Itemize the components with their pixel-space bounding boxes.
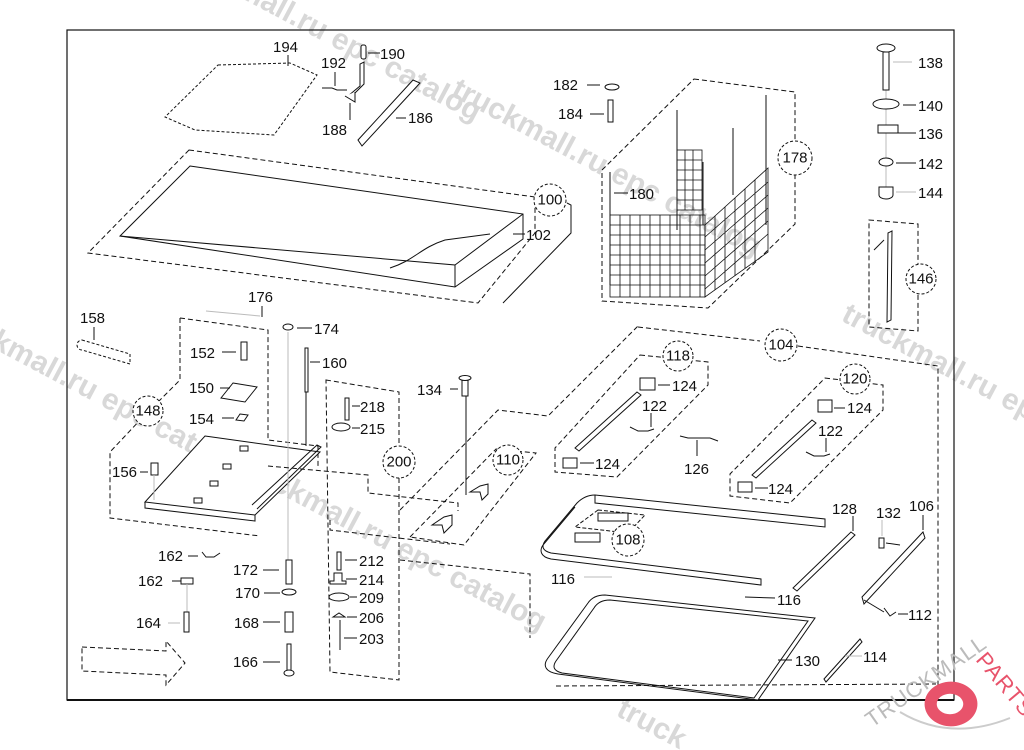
callout-114: 114 [863, 649, 887, 666]
part-178-cargo-net [609, 149, 769, 298]
callout-140: 140 [918, 98, 943, 115]
part-group-lower-fasteners: 162 162 164 172 170 168 166 [81, 548, 297, 687]
callout-112: 112 [908, 607, 932, 624]
callout-209: 209 [359, 590, 384, 607]
part-120-latch-rail [751, 419, 817, 479]
callout-106: 106 [909, 498, 934, 515]
part-160-rod [304, 347, 309, 393]
watermark-text: truckmall.ru epc catalog [837, 297, 1024, 488]
direction-arrow-icon [81, 639, 186, 687]
callout-170: 170 [235, 585, 260, 602]
callout-150: 150 [189, 380, 214, 397]
callout-120: 120 [842, 371, 867, 388]
part-102-mattress [118, 165, 524, 288]
callout-168: 168 [234, 615, 259, 632]
part-168-spring [284, 611, 294, 633]
callout-164: 164 [136, 615, 161, 632]
callout-160: 160 [322, 355, 347, 372]
part-group-110: 134 110 [399, 325, 639, 546]
callout-206: 206 [359, 610, 384, 627]
callout-178: 178 [782, 150, 807, 167]
callout-128: 128 [832, 501, 857, 518]
callout-124-c: 124 [847, 400, 872, 417]
callout-138: 138 [918, 55, 943, 72]
callout-172: 172 [233, 562, 258, 579]
callout-158: 158 [80, 310, 105, 327]
callout-124-b: 124 [595, 456, 620, 473]
callout-122-b: 122 [818, 423, 843, 440]
callout-166: 166 [233, 654, 258, 671]
callout-162-a: 162 [158, 548, 183, 565]
callout-203: 203 [359, 631, 384, 648]
part-194-pad [164, 62, 318, 136]
callout-146: 146 [908, 271, 933, 288]
part-146-strap [886, 230, 893, 323]
callout-108: 108 [615, 532, 640, 549]
callout-118: 118 [666, 348, 690, 365]
part-group-148-base: 158 176 148 152 150 154 156 174 1 [76, 289, 347, 560]
part-114-strip [823, 638, 863, 683]
callout-136: 136 [918, 126, 943, 143]
callout-194: 194 [273, 39, 298, 56]
callout-152: 152 [190, 345, 215, 362]
callout-215: 215 [360, 421, 385, 438]
part-150-plate [220, 382, 258, 403]
callout-192: 192 [321, 55, 346, 72]
brand-name-part2: PARTS [971, 647, 1024, 722]
part-128-seal [792, 531, 856, 592]
callout-182: 182 [553, 77, 578, 94]
callout-180: 180 [629, 186, 654, 203]
part-102-mattress-outline [86, 149, 536, 304]
part-group-104-hatch: 104 118 124 122 124 126 120 124 122 124 [399, 326, 939, 701]
callout-156: 156 [112, 464, 137, 481]
callout-100: 100 [537, 192, 562, 209]
part-106-rail [861, 531, 926, 605]
part-group-200: 218 215 200 212 214 209 206 203 [267, 379, 459, 681]
callout-104: 104 [768, 337, 793, 354]
callout-142: 142 [918, 156, 943, 173]
callout-116-b: 116 [777, 592, 801, 609]
callout-126: 126 [684, 461, 709, 478]
part-108-hatch-frame [594, 494, 826, 528]
part-186-strip [357, 79, 421, 147]
part-130-gasket [544, 594, 816, 701]
callout-130: 130 [795, 653, 820, 670]
callout-174: 174 [314, 321, 339, 338]
part-group-100-mattress: 194 192 188 190 186 100 102 [86, 39, 572, 304]
callout-124-d: 124 [768, 481, 793, 498]
callout-212: 212 [359, 553, 384, 570]
part-118-latch-rail [574, 391, 642, 452]
brand-gear-icon [924, 681, 978, 727]
callout-134: 134 [417, 382, 442, 399]
callout-122-a: 122 [642, 398, 667, 415]
callout-162-b: 162 [138, 573, 163, 590]
part-group-178-net: 182 184 180 178 [553, 77, 813, 309]
callout-116-a: 116 [551, 571, 575, 588]
callout-110: 110 [496, 452, 520, 469]
callout-186: 186 [408, 110, 433, 127]
callout-190: 190 [380, 46, 405, 63]
callout-176: 176 [248, 289, 273, 306]
callout-200: 200 [386, 454, 411, 471]
callout-102: 102 [526, 227, 551, 244]
callout-184: 184 [558, 106, 583, 123]
callout-218: 218 [360, 399, 385, 416]
callout-188: 188 [322, 122, 347, 139]
callout-132: 132 [876, 505, 901, 522]
callout-124-a: 124 [672, 378, 697, 395]
callout-154: 154 [189, 411, 214, 428]
part-158-tube [76, 339, 131, 365]
callout-144: 144 [918, 185, 943, 202]
callout-214: 214 [359, 572, 384, 589]
part-188-bracket [346, 61, 365, 97]
part-group-fasteners-right: 138 140 136 142 144 146 [868, 43, 943, 332]
callout-148: 148 [135, 403, 160, 420]
truckmallparts-logo: TRUCKMALL PARTS [861, 630, 1024, 732]
